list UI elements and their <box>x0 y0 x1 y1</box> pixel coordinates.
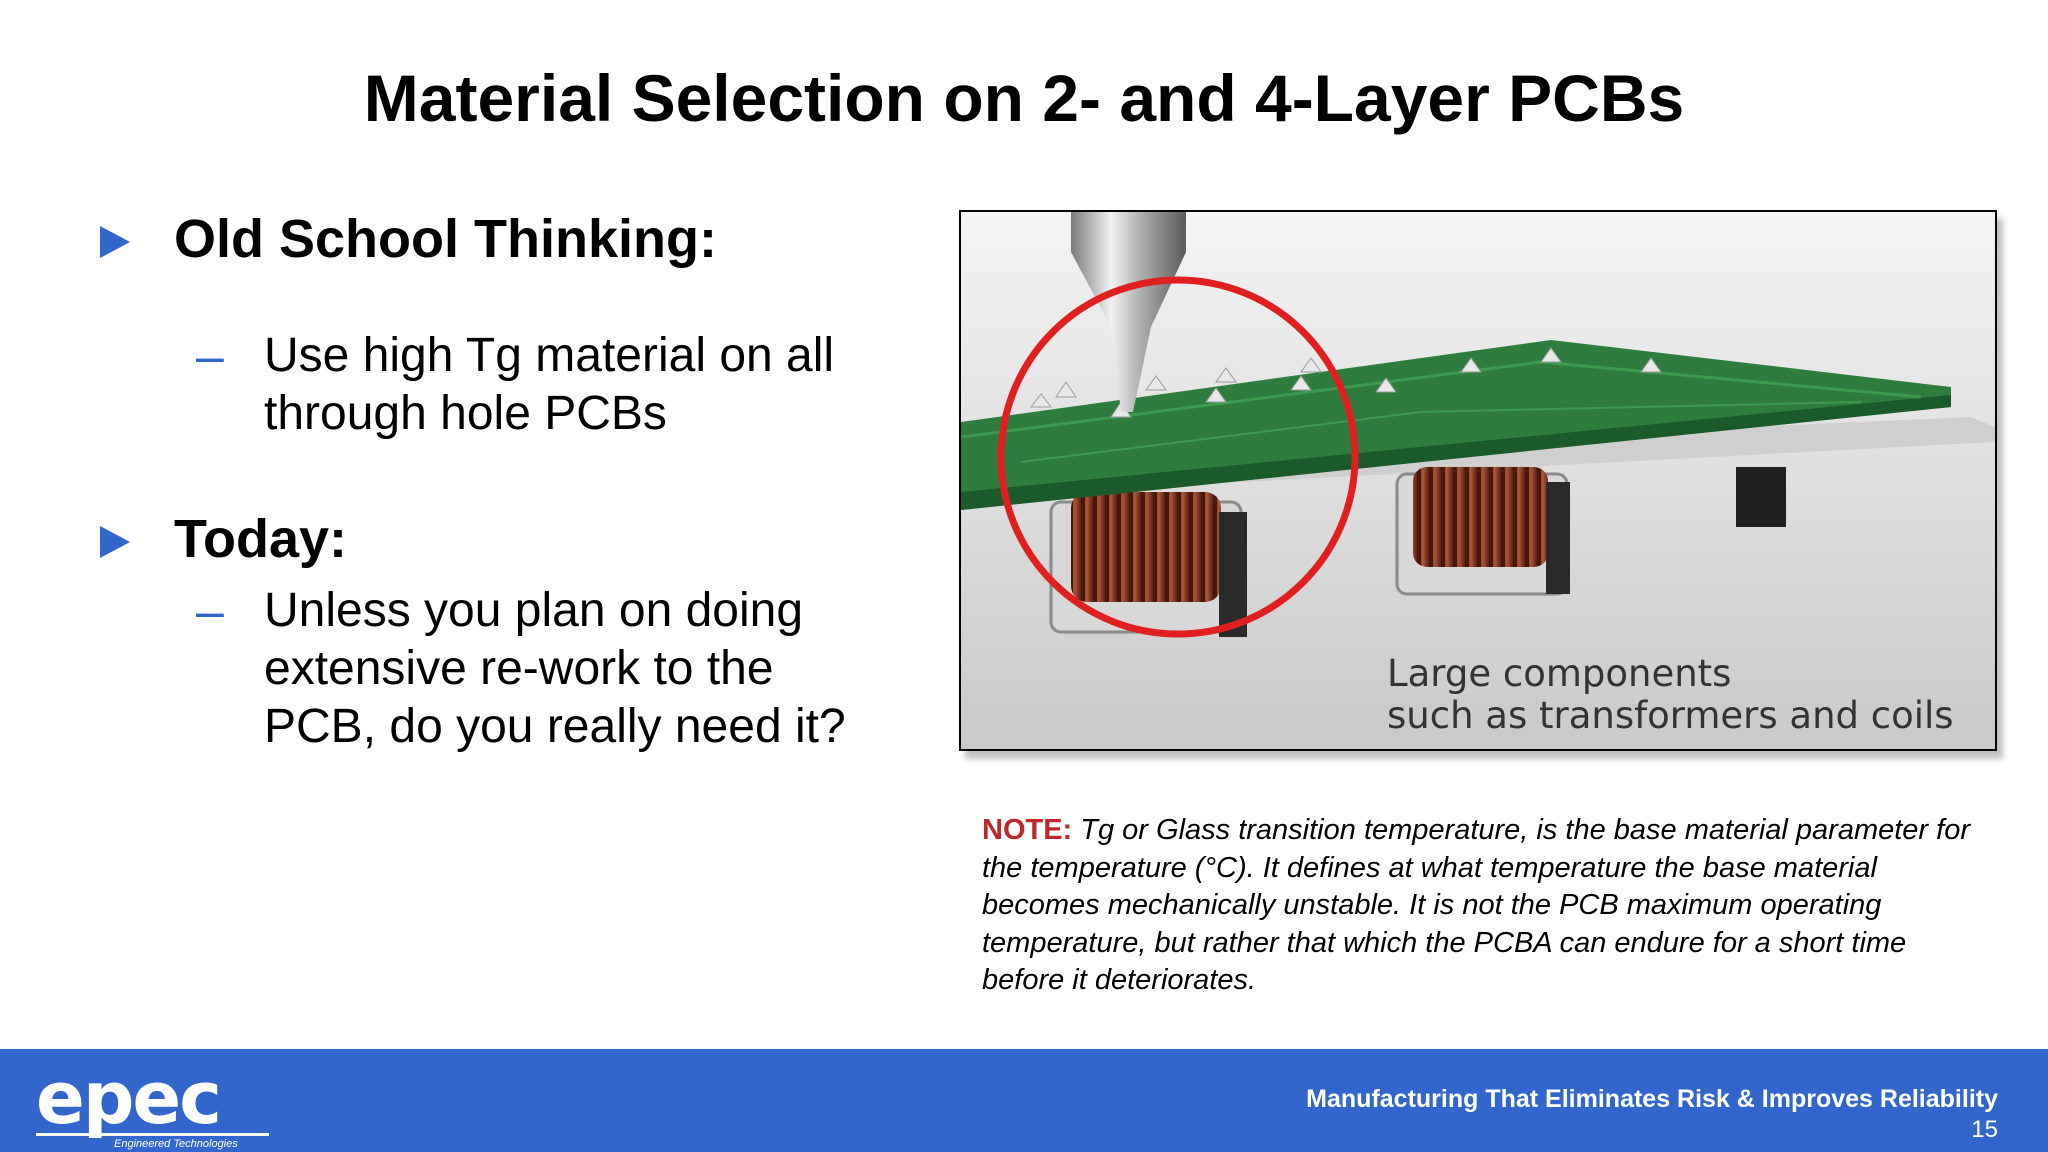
transformer-coil <box>1071 492 1221 602</box>
bullet-old-school: Old School Thinking: <box>100 204 717 274</box>
solder-joints <box>1029 347 1662 418</box>
logo-underline <box>36 1133 269 1136</box>
triangle-bullet-icon <box>100 526 130 558</box>
triangle-bullet-icon <box>100 226 130 258</box>
bullet-today: Today: <box>100 504 347 574</box>
dash-marker: – <box>196 328 224 384</box>
sub-line: PCB, do you really need it? <box>264 700 846 753</box>
sub-bullet-today: – Unless you plan on doing extensive re-… <box>196 582 846 756</box>
highlight-circle <box>997 276 1359 638</box>
soldering-iron-icon <box>1071 212 1186 412</box>
note-block: NOTE: Tg or Glass transition temperature… <box>982 812 1982 1000</box>
slide-title: Material Selection on 2- and 4-Layer PCB… <box>363 61 1685 135</box>
sub-line: Use high Tg material on all <box>264 329 835 382</box>
sub-bullet-old-school: – Use high Tg material on all through ho… <box>196 327 834 443</box>
epec-logo: epec <box>36 1056 222 1140</box>
page-number: 15 <box>1971 1116 1998 1143</box>
dash-marker: – <box>196 583 224 639</box>
sub-line: extensive re-work to the <box>264 642 774 695</box>
pcb-photo <box>959 210 1997 751</box>
photo-caption: Large components such as transformers an… <box>1387 653 1954 737</box>
bullet-heading: Old School Thinking: <box>174 209 717 269</box>
note-text: Tg or Glass transition temperature, is t… <box>982 814 1970 996</box>
logo-subtitle: Engineered Technologies <box>114 1138 238 1150</box>
sub-line: through hole PCBs <box>264 387 667 440</box>
bullet-heading: Today: <box>174 509 347 569</box>
note-label: NOTE: <box>982 814 1073 846</box>
sub-bullet-text: Unless you plan on doing extensive re-wo… <box>264 582 846 756</box>
transformer-coil <box>1413 467 1548 567</box>
caption-line: such as transformers and coils <box>1387 694 1954 737</box>
pcb-board <box>961 340 1951 510</box>
pcb-illustration <box>961 212 1995 749</box>
component-block <box>1736 467 1786 527</box>
caption-line: Large components <box>1387 652 1732 695</box>
sub-bullet-text: Use high Tg material on all through hole… <box>264 327 834 443</box>
footer-bar: epec Engineered Technologies Manufacturi… <box>0 1049 2048 1152</box>
sub-line: Unless you plan on doing <box>264 584 804 637</box>
footer-tagline: Manufacturing That Eliminates Risk & Imp… <box>1306 1085 1998 1113</box>
